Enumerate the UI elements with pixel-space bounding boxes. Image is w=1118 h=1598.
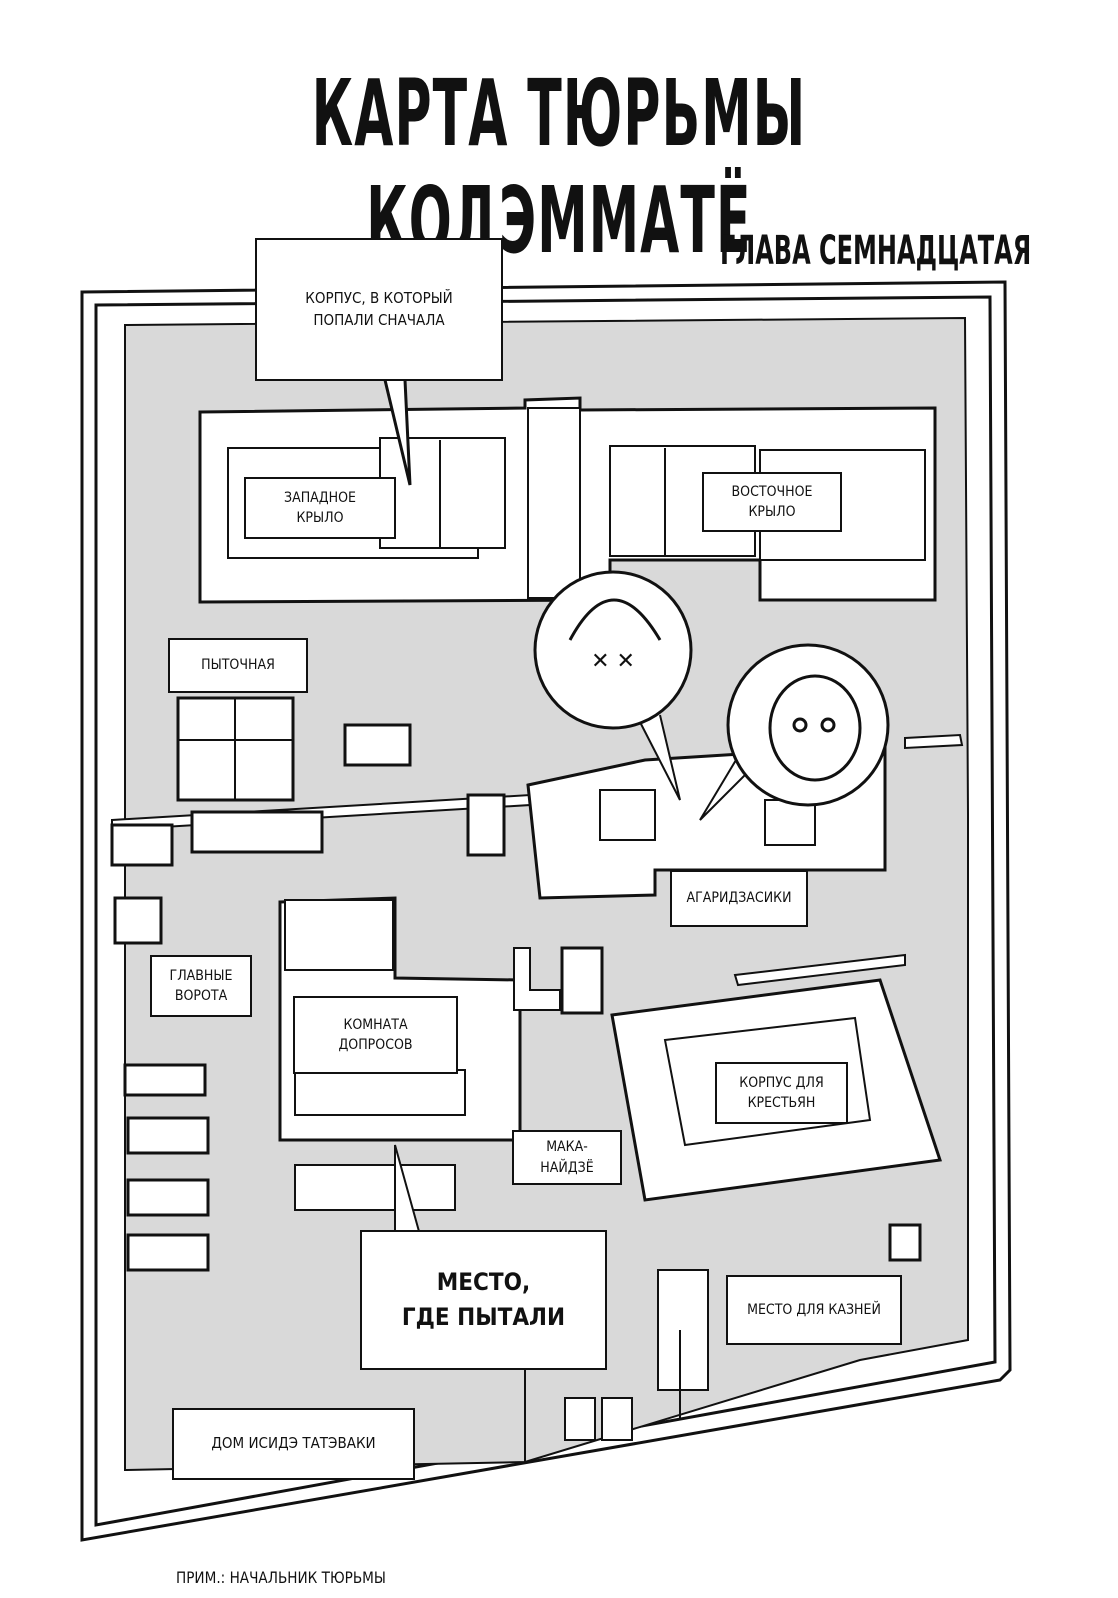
label-torture-place: МЕСТО, ГДЕ ПЫТАЛИ — [360, 1230, 607, 1370]
label-first-block-text: КОРПУС, В КОТОРЫЙ ПОПАЛИ СНАЧАЛА — [305, 288, 453, 329]
label-agaridzasiki-text: АГАРИДЗАСИКИ — [686, 890, 792, 907]
label-east-wing-text: ВОСТОЧНОЕ КРЫЛО — [731, 483, 813, 520]
label-execution-place: МЕСТО ДЛЯ КАЗНЕЙ — [726, 1275, 902, 1345]
label-ishide-house-text: ДОМ ИСИДЭ ТАТЭВАКИ — [211, 1434, 376, 1453]
label-makanaidze-text: МАКА- НАЙДЗЁ — [540, 1139, 594, 1176]
label-main-gate-text: ГЛАВНЫЕ ВОРОТА — [169, 967, 233, 1004]
label-west-wing: ЗАПАДНОЕ КРЫЛО — [244, 477, 396, 539]
character-portrait-left: ✕ ✕ — [533, 570, 693, 730]
label-torture-room-text: ПЫТОЧНАЯ — [201, 657, 275, 674]
label-makanaidze: МАКА- НАЙДЗЁ — [512, 1130, 622, 1185]
label-interrogation-room: КОМНАТА ДОПРОСОВ — [293, 996, 458, 1074]
label-peasant-block-text: КОРПУС ДЛЯ КРЕСТЬЯН — [739, 1074, 824, 1111]
label-execution-place-text: МЕСТО ДЛЯ КАЗНЕЙ — [747, 1301, 881, 1318]
label-main-gate: ГЛАВНЫЕ ВОРОТА — [150, 955, 252, 1017]
label-first-block: КОРПУС, В КОТОРЫЙ ПОПАЛИ СНАЧАЛА — [255, 238, 503, 381]
translator-footnote: ПРИМ.: НАЧАЛЬНИК ТЮРЬМЫ — [176, 1568, 386, 1587]
label-ishide-house: ДОМ ИСИДЭ ТАТЭВАКИ — [172, 1408, 415, 1480]
label-west-wing-text: ЗАПАДНОЕ КРЫЛО — [284, 489, 356, 526]
label-east-wing: ВОСТОЧНОЕ КРЫЛО — [702, 472, 842, 532]
character-portrait-right — [726, 643, 890, 807]
label-peasant-block: КОРПУС ДЛЯ КРЕСТЬЯН — [715, 1062, 848, 1124]
chapter-heading: ГЛАВА СЕМНАДЦАТАЯ — [720, 228, 1032, 274]
page-title: КАРТА ТЮРЬМЫ КОДЭММАТЁ — [311, 60, 807, 274]
label-interrogation-room-text: КОМНАТА ДОПРОСОВ — [338, 1016, 413, 1053]
label-torture-place-text: МЕСТО, ГДЕ ПЫТАЛИ — [401, 1268, 566, 1331]
svg-text:✕ ✕: ✕ ✕ — [591, 649, 635, 674]
label-agaridzasiki: АГАРИДЗАСИКИ — [670, 870, 808, 927]
label-torture-room: ПЫТОЧНАЯ — [168, 638, 308, 693]
